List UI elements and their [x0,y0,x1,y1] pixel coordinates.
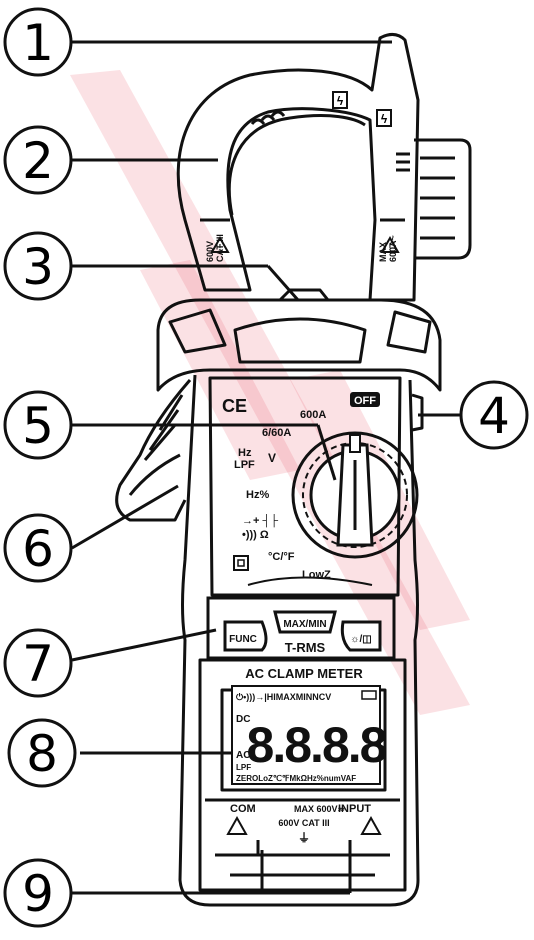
dial-600a: 600A [300,409,326,421]
button-panel: FUNC MAX/MIN ☼/◫ T-RMS [206,596,396,660]
maxmin-button[interactable]: MAX/MIN [273,610,337,634]
hazard-bolt-right: ϟ [376,109,392,127]
dial-temp: °C/°F [268,551,295,563]
ce-mark: CE [222,396,247,416]
dial-hz-percent: Hz% [246,489,269,501]
callout-number: 2 [22,132,54,190]
hazard-bolt-left: ϟ [332,91,348,109]
dial-cont-ohm: •))) Ω [242,529,269,541]
model-label: AC CLAMP METER [245,666,363,681]
warning-icon [210,235,230,253]
lcd-display: ⏻•)))→|HIMAXMINNCV DC AC LPF 8.8.8.8 ZER… [231,685,389,785]
dial-hz: Hz [238,447,252,459]
input-terminals: COM MAX 600V≂ INPUT 600V CAT III ⏚ [226,803,382,856]
svg-text:!: ! [389,243,392,252]
lcd-digits: 8.8.8.8 [247,717,387,773]
light-hold-button[interactable]: ☼/◫ [340,620,382,652]
dial-off-label: OFF [354,395,376,407]
lcd-dc: DC [236,714,250,725]
callout-9: 9 [3,858,73,928]
max-voltage-label: MAX 600V≂ [294,804,345,814]
hold-square-icon [233,555,249,571]
jaw-rating-right: ! MAX600A~ [378,235,400,262]
com-label: COM [230,803,256,815]
dial-area: CE OFF 600A 6/60A V Hz LPF Hz% →+ ┤├ •))… [222,392,419,586]
input-label: INPUT [338,803,371,815]
bolt-icon: ϟ [337,94,344,108]
callout-3: 3 [3,231,73,301]
lcd-bottom-row: ZEROLoZ℃℉MkΩHz%numVAF [236,774,356,783]
callout-number: 5 [22,397,54,455]
warning-icon [360,815,382,835]
callout-4: 4 [459,380,529,450]
callout-1: 1 [3,7,73,77]
dial-v-ac: V [268,451,276,465]
cat-label: 600V CAT III [278,818,329,828]
callout-5: 5 [3,390,73,460]
ground-icon: ⏚ [298,831,310,845]
dial-diode-cap: →+ ┤├ [242,513,278,528]
leader-lines [70,40,462,895]
callout-number: 4 [478,387,510,445]
callout-number: 3 [22,238,54,296]
jaw-rating-left: ! 600VCAT III [205,234,230,262]
dial-6-60a: 6/60A [262,427,291,439]
rotary-knob[interactable] [291,431,419,559]
clamp-jaw [176,33,472,302]
meter-body [115,288,442,907]
maxmin-button-label: MAX/MIN [283,619,326,630]
callout-number: 9 [22,865,54,923]
jaw-rating-left-text: 600VCAT III [205,234,225,262]
trms-label: T-RMS [285,640,326,655]
callout-number: 8 [26,725,58,783]
callout-8: 8 [7,718,77,788]
func-button-label: FUNC [229,634,257,645]
func-button[interactable]: FUNC [223,620,268,652]
callout-number: 1 [22,14,54,72]
jaw-rating-right-text: MAX600A~ [378,235,398,262]
svg-text:!: ! [219,243,222,252]
battery-icon [361,690,377,700]
dial-lpf: LPF [234,459,255,471]
callout-number: 7 [22,635,54,693]
lcd-top-row: ⏻•)))→|HIMAXMINNCV [236,692,331,702]
callout-6: 6 [3,513,73,583]
bolt-icon: ϟ [381,112,388,126]
callout-number: 6 [22,520,54,578]
lcd-ac: AC [236,750,250,761]
warning-icon [380,235,400,253]
callout-7: 7 [3,628,73,698]
light-button-label: ☼/◫ [350,634,371,645]
warning-icon [226,815,248,835]
callout-2: 2 [3,125,73,195]
lcd-lpf: LPF [236,763,251,772]
